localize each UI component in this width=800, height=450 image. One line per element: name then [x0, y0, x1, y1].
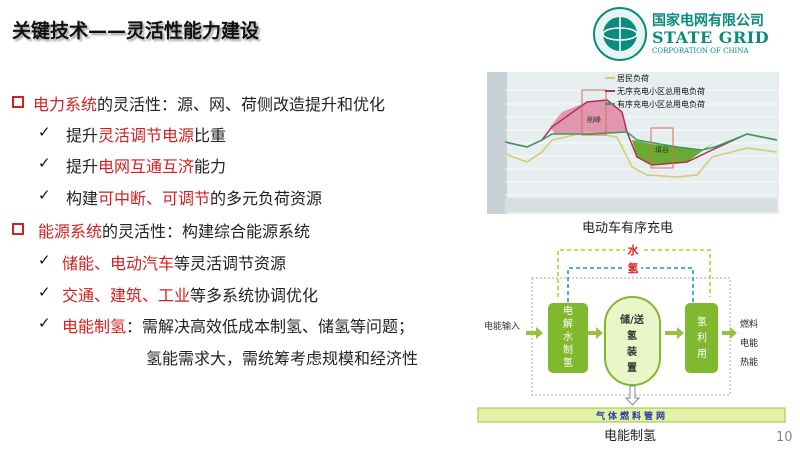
bullet-text: 构建 [66, 189, 99, 208]
storage-label-3: 置 [627, 362, 637, 374]
unordered-load-line [504, 99, 778, 166]
highlight-text: 灵活调节电源 [98, 126, 195, 145]
highlight-text: 电网互通互济 [98, 157, 195, 176]
bullet-line: 构建可中断、可调节的多元负荷资源 [66, 185, 322, 209]
electrolysis-box [548, 303, 588, 373]
bullet-line: 电能制氢：需解决高效低成本制氢、储氢等问题； [62, 313, 414, 337]
gas-pipeline-bar [477, 407, 786, 423]
highlight-text: 可中断、可调节 [98, 189, 211, 208]
bullet-text: 能力 [194, 157, 227, 176]
legend-ordered: 有序充电小区总用电负荷 [617, 99, 705, 109]
gas-pipeline-label: 气体燃料管网 [595, 410, 668, 422]
page-number: 10 [776, 430, 793, 445]
check-icon: ✓ [38, 314, 51, 332]
state-grid-emblem-icon [593, 7, 647, 61]
hydrogen-use-label: 氢利用 [697, 317, 707, 360]
check-icon: ✓ [38, 154, 51, 172]
square-bullet-icon [12, 96, 24, 108]
bullet-line: 能源系统的灵活性：构建综合能源系统 [38, 218, 310, 242]
flow-arrows [526, 327, 737, 339]
output-power: 电能 [740, 337, 758, 349]
storage-label-1: 氢 [627, 329, 637, 342]
water-label: 水 [628, 243, 640, 257]
hydrogen-label: 氢 [628, 261, 639, 275]
power-input-label: 电能输入 [484, 320, 520, 332]
logo-en-subtext: CORPORATION OF CHINA [652, 47, 749, 55]
valley-label: 填谷 [655, 145, 669, 154]
valley-box [650, 127, 674, 169]
hydrogen-diagram: 水 氢 电能输入 储/送 氢 装 置 燃料 电能 热能 气体燃料管网 [477, 242, 786, 423]
square-bullet-icon [12, 223, 24, 235]
state-grid-logo: 国家电网有限公司 STATE GRID CORPORATION OF CHINA [592, 6, 782, 62]
highlight-text: 电力系统 [33, 95, 98, 114]
highlight-text: 交通、建筑、工业 [62, 286, 191, 305]
down-arrow-icon [624, 385, 641, 406]
bullet-text: 提升 [66, 126, 99, 145]
highlight-text: 能源系统 [38, 222, 103, 241]
resident-load-line [504, 131, 778, 178]
bullet-line: 氢能需求大，需统筹考虑规模和经济性 [146, 345, 418, 369]
bullet-line: 电力系统的灵活性：源、网、荷侧改造提升和优化 [33, 91, 385, 115]
ev-charging-chart: 削峰 填谷 居民负荷 无序充电小区总用电负荷 有序充电小区总用电负荷 [487, 72, 779, 214]
highlight-text: 电能制氢 [62, 317, 127, 336]
storage-label-2: 装 [626, 345, 637, 358]
bullet-text: ：需解决高效低成本制氢、储氢等问题； [126, 317, 415, 336]
bullet-line: 提升电网互通互济能力 [66, 153, 226, 177]
bullet-text: 的灵活性：源、网、荷侧改造提升和优化 [97, 95, 386, 114]
legend-unordered: 无序充电小区总用电负荷 [617, 86, 705, 96]
hydrogen-line [567, 267, 694, 302]
bullet-line: 提升灵活调节电源比重 [66, 122, 226, 146]
peak-area [550, 100, 627, 134]
check-icon: ✓ [38, 123, 51, 141]
highlight-text: 储能、电动汽车 [62, 254, 175, 273]
bullet-text: 等灵活调节资源 [174, 254, 287, 273]
bullet-text: 的灵活性：构建综合能源系统 [102, 222, 311, 241]
electrolysis-label: 电解水制氢 [563, 306, 573, 369]
bullet-text: 提升 [66, 157, 99, 176]
storage-label-0: 储/送 [619, 313, 645, 326]
peak-label: 削峰 [587, 115, 601, 124]
peak-box [581, 89, 607, 136]
legend-resident: 居民负荷 [617, 73, 649, 83]
ev-chart-caption: 电动车有序充电 [582, 221, 674, 236]
slide-title: 关键技术——灵活性能力建设 [12, 20, 260, 42]
x-axis-ticks [505, 198, 777, 212]
ordered-load-line [504, 131, 778, 151]
bullet-text: 氢能需求大，需统筹考虑规模和经济性 [146, 349, 419, 368]
output-heat: 热能 [740, 356, 758, 368]
check-icon: ✓ [38, 251, 51, 269]
bullet-text: 的多元负荷资源 [210, 189, 323, 208]
logo-en-text: STATE GRID [652, 28, 770, 47]
hydrogen-use-box [685, 303, 718, 373]
bullet-line: 储能、电动汽车等灵活调节资源 [62, 250, 286, 274]
output-fuel: 燃料 [740, 318, 758, 330]
bullet-line: 交通、建筑、工业等多系统协调优化 [62, 282, 318, 306]
h2-diagram-caption: 电能制氢 [604, 429, 657, 444]
check-icon: ✓ [38, 186, 51, 204]
logo-cn-text: 国家电网有限公司 [652, 13, 764, 29]
bullet-text: 比重 [194, 126, 227, 145]
check-icon: ✓ [38, 283, 51, 301]
storage-capsule [604, 296, 661, 386]
bullet-text: 等多系统协调优化 [190, 286, 319, 305]
